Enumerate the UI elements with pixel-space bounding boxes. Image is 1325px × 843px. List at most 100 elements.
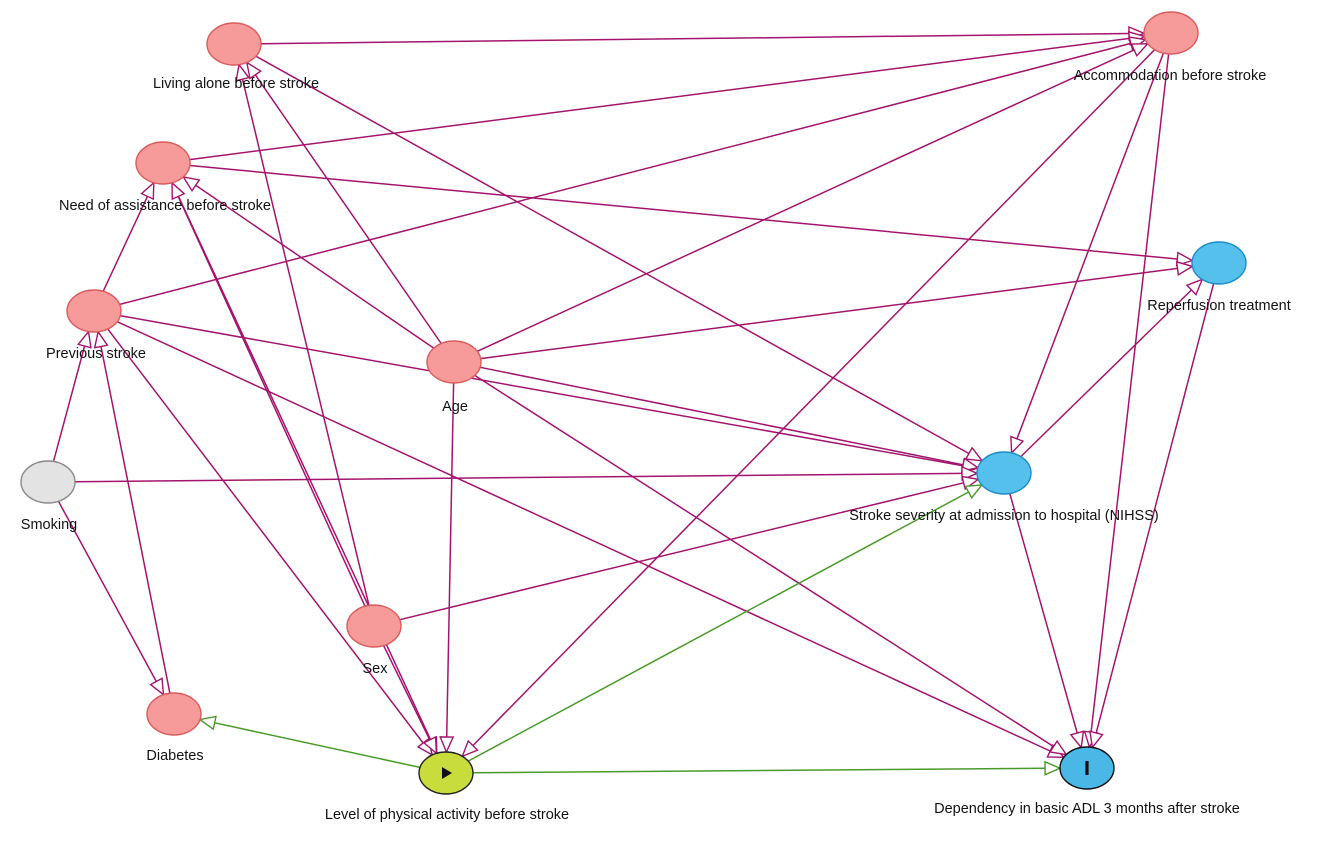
edge-layer [52,25,1215,776]
edge-line [116,321,1051,752]
edge-accommodation-to-dependency_adl[interactable] [1083,53,1170,749]
edge-line [1090,53,1170,733]
edge-sex-to-need_assistance[interactable] [171,181,366,607]
arrowhead-icon [245,61,262,80]
arrowhead-icon [964,446,984,462]
edge-line [107,328,424,744]
edge-line [119,42,1132,306]
node-label: Need of assistance before stroke [59,198,271,214]
edge-living_alone-to-accommodation[interactable] [260,25,1146,45]
node-need-assistance[interactable]: Need of assistance before stroke [59,141,271,214]
arrowhead-icon [77,329,92,349]
node-ellipse[interactable] [135,141,191,185]
edge-line [480,267,1178,360]
edge-accommodation-to-physical_activity[interactable] [461,49,1156,758]
edge-age-to-accommodation[interactable] [476,42,1150,352]
edge-accommodation-to-stroke_severity[interactable] [1010,52,1165,455]
edge-living_alone-to-stroke_severity[interactable] [255,55,984,462]
edge-smoking-to-diabetes[interactable] [57,500,165,697]
edge-line [1095,283,1215,734]
node-ellipse[interactable] [1143,11,1199,55]
edge-stroke_severity-to-reperfusion[interactable] [1020,278,1204,458]
node-ellipse[interactable] [66,289,122,333]
edge-age-to-need_assistance[interactable] [181,175,435,349]
arrowhead-icon [1175,260,1195,276]
outcome-bar-icon [1085,761,1089,775]
node-sex[interactable]: Sex [346,604,402,677]
arrowhead-icon [1069,730,1085,750]
edge-line [445,382,455,738]
edge-line [476,49,1135,352]
node-label: Stroke severity at admission to hospital… [849,508,1158,524]
node-label: Living alone before stroke [153,76,319,92]
node-stroke-severity[interactable]: Stroke severity at admission to hospital… [849,451,1159,524]
edge-need_assistance-to-accommodation[interactable] [189,30,1147,161]
node-dependency-adl[interactable]: Dependency in basic ADL 3 months after s… [934,746,1240,817]
node-ellipse[interactable] [206,22,262,66]
edge-age-to-living_alone[interactable] [245,61,442,344]
edge-smoking-to-previous_stroke[interactable] [52,329,92,462]
arrowhead-icon [1185,278,1204,296]
node-label: Previous stroke [46,346,146,362]
node-previous-stroke[interactable]: Previous stroke [46,289,146,362]
node-ellipse[interactable] [976,451,1032,495]
edge-need_assistance-to-physical_activity[interactable] [171,182,438,755]
edge-diabetes-to-previous_stroke[interactable] [93,330,171,694]
node-label: Smoking [21,517,77,533]
edge-line [472,767,1046,774]
edge-reperfusion-to-dependency_adl[interactable] [1089,283,1215,750]
edge-physical_activity-to-dependency_adl[interactable] [472,760,1062,776]
edge-physical_activity-to-stroke_severity[interactable] [467,484,984,762]
edge-line [479,366,964,466]
arrowhead-icon [1130,42,1150,58]
arrowhead-icon [93,330,109,349]
edge-line [189,37,1130,161]
arrowhead-icon [1010,435,1025,455]
edge-age-to-reperfusion[interactable] [480,260,1195,360]
edge-age-to-dependency_adl[interactable] [474,374,1068,756]
node-ellipse[interactable] [20,460,76,504]
arrowhead-icon [140,181,155,201]
arrowhead-icon [422,735,438,755]
node-reperfusion[interactable]: Reperfusion treatment [1147,241,1291,314]
edge-line [189,164,1178,260]
node-smoking[interactable]: Smoking [20,460,77,533]
edge-physical_activity-to-diabetes[interactable] [198,715,421,769]
node-ellipse[interactable] [346,604,402,648]
edge-line [102,195,149,292]
node-physical-activity[interactable]: Level of physical activity before stroke [325,751,569,823]
node-diabetes[interactable]: Diabetes [146,692,204,764]
node-layer: Living alone before stroke Accommodation … [20,11,1291,823]
node-living-alone[interactable]: Living alone before stroke [153,22,319,92]
edge-line [100,346,171,694]
node-label: Accommodation before stroke [1074,68,1267,84]
edge-sex-to-physical_activity[interactable] [382,645,438,755]
node-label: Reperfusion treatment [1147,298,1290,314]
node-accommodation[interactable]: Accommodation before stroke [1074,11,1267,84]
node-label: Dependency in basic ADL 3 months after s… [934,801,1240,817]
node-label: Level of physical activity before stroke [325,807,569,823]
edge-line [1009,493,1078,734]
edge-age-to-physical_activity[interactable] [439,382,455,754]
edge-previous_stroke-to-stroke_severity[interactable] [120,314,980,474]
arrowhead-icon [235,62,250,82]
edge-need_assistance-to-reperfusion[interactable] [189,164,1194,267]
edge-line [214,722,421,769]
edge-line [171,182,432,740]
node-age[interactable]: Age [426,340,482,415]
edge-sex-to-living_alone[interactable] [235,62,370,606]
edge-smoking-to-stroke_severity[interactable] [74,465,979,483]
arrowhead-icon [439,736,455,754]
edge-line [1016,52,1165,440]
edge-line [241,79,370,606]
node-ellipse[interactable] [1191,241,1247,285]
arrowhead-icon [964,484,984,500]
edge-previous_stroke-to-need_assistance[interactable] [102,181,155,292]
edge-line [472,49,1156,747]
node-ellipse[interactable] [426,340,482,384]
edge-previous_stroke-to-dependency_adl[interactable] [116,321,1066,759]
edge-stroke_severity-to-dependency_adl[interactable] [1009,493,1085,750]
node-ellipse[interactable] [146,692,202,736]
edge-sex-to-stroke_severity[interactable] [399,475,980,621]
